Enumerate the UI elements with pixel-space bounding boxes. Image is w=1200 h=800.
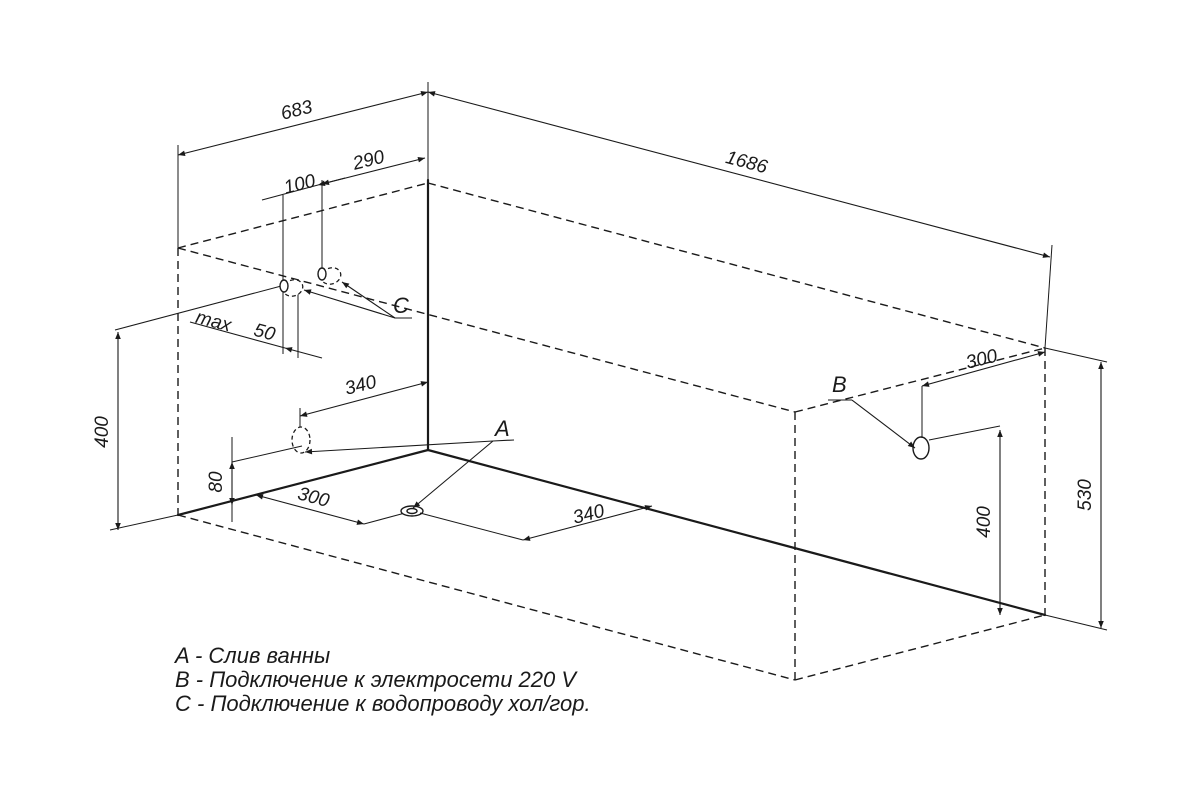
dim-530-label: 530 <box>1075 479 1096 511</box>
label-a: A <box>493 416 510 441</box>
connection-c: C <box>279 267 412 319</box>
c-pipe-port-hot-front <box>317 267 327 281</box>
legend-item-c: C - Подключение к водопроводу хол/гор. <box>175 691 591 716</box>
dim-80-label: 80 <box>206 471 227 493</box>
dim-340-drain: 340 <box>419 501 653 541</box>
drain-hole-inner <box>406 507 418 515</box>
label-b: B <box>832 372 847 397</box>
legend: A - Слив ванны B - Подключение к электро… <box>175 644 591 716</box>
legend-item-b: B - Подключение к электросети 220 V <box>175 667 577 692</box>
dim-683-label: 683 <box>279 97 315 125</box>
overflow-hole <box>291 426 311 454</box>
dim-400-left: 400 <box>92 332 179 531</box>
dim-1686: 1686 <box>427 91 1053 349</box>
dim-340-drain-label: 340 <box>571 501 607 529</box>
dim-50-label: 50 <box>251 320 277 346</box>
dim-340-upper-label: 340 <box>343 372 379 400</box>
dim-290-label: 290 <box>350 147 387 175</box>
dim-max-label: max <box>193 307 235 337</box>
dim-400-left-label: 400 <box>92 416 113 448</box>
overflow-port: 80 <box>206 426 311 522</box>
dim-530: 530 <box>1044 347 1108 631</box>
tub-solid-edges <box>176 178 1047 617</box>
dim-max-50: max 50 <box>114 284 323 359</box>
tub-hidden-edges <box>177 182 1046 681</box>
dim-300-drain-label: 300 <box>295 483 331 512</box>
c-pipe-port-cold-front <box>279 279 289 293</box>
floor-back-edge <box>426 448 1047 617</box>
dim-683: 683 <box>177 82 429 248</box>
connection-b: B 300 400 <box>828 346 1046 615</box>
dim-100-label: 100 <box>282 171 318 199</box>
connection-a: A <box>304 416 515 517</box>
dim-300-b-label: 300 <box>964 346 1000 374</box>
floor-left-edge <box>176 448 430 517</box>
dim-1686-label: 1686 <box>723 147 770 178</box>
dim-400-b-label: 400 <box>974 506 995 538</box>
label-c: C <box>393 293 409 318</box>
legend-item-a: A - Слив ванны <box>175 643 331 668</box>
b-electric-port <box>912 436 930 460</box>
dim-290-100: 290 100 <box>261 147 426 354</box>
dim-340-upper: 340 <box>299 372 429 432</box>
